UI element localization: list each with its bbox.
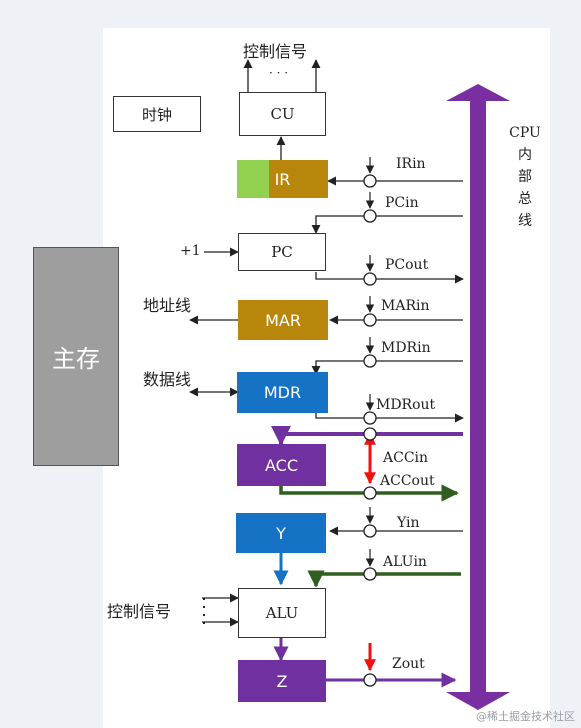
accout-line <box>279 484 459 502</box>
mdr-register: MDR <box>237 372 328 413</box>
mdrout-gate <box>363 411 377 425</box>
z-label: Z <box>276 671 288 691</box>
clock-box: 时钟 <box>113 96 201 132</box>
bottom-control-signal-label: 控制信号 <box>107 602 172 621</box>
pcout-line <box>315 272 464 284</box>
mdrin-gate <box>363 354 377 368</box>
zout-gate <box>363 673 377 687</box>
clock-label: 时钟 <box>141 105 172 124</box>
pc-label: PC <box>271 243 293 261</box>
ir-label: IR <box>274 169 291 189</box>
accout-gate <box>363 486 377 500</box>
yin-label: Yin <box>397 515 420 531</box>
marin-gate <box>363 313 377 327</box>
mar-label: MAR <box>265 310 301 330</box>
watermark: @稀土掘金技术社区 <box>476 710 575 723</box>
mdrin-label: MDRin <box>381 340 431 356</box>
accin-line <box>271 426 463 446</box>
top-control-signal-label: 控制信号 <box>243 42 308 61</box>
accout-label: ACCout <box>380 473 435 489</box>
internal-bus-label: CPU 内 部 总 线 <box>500 122 550 232</box>
zout-label: Zout <box>392 656 425 672</box>
bus-label-line-2: 内 <box>518 147 532 163</box>
bus-label-line-1: CPU <box>509 125 541 141</box>
increment-label: +1 <box>180 243 201 259</box>
internal-bus-arrow <box>446 84 510 710</box>
z-register: Z <box>238 660 326 702</box>
marin-label: MARin <box>381 298 430 314</box>
y-label: Y <box>276 523 286 543</box>
pcout-gate <box>363 272 377 286</box>
pcin-line <box>311 215 463 234</box>
top-control-dots: · · · <box>269 66 289 80</box>
bus-label-line-4: 总 <box>518 191 532 207</box>
data-line-label: 数据线 <box>143 370 192 389</box>
irin-gate <box>363 174 377 188</box>
accin-label: ACCin <box>383 450 429 466</box>
address-line-label: 地址线 <box>143 296 192 315</box>
mdrin-line <box>311 360 463 375</box>
aluin-line <box>307 570 461 588</box>
irin-label: IRin <box>396 156 426 172</box>
y-register: Y <box>236 513 326 553</box>
aluin-label: ALUin <box>383 554 427 570</box>
cu-box: CU <box>239 92 326 136</box>
bus-label-line-5: 线 <box>518 213 532 229</box>
acc-register: ACC <box>237 444 326 486</box>
acc-label: ACC <box>264 455 298 475</box>
cu-label: CU <box>270 105 295 123</box>
mdrout-label: MDRout <box>376 397 436 413</box>
mdrout-line <box>315 412 464 423</box>
mar-register: MAR <box>238 300 328 340</box>
accin-gate <box>363 427 377 441</box>
pcout-label: PCout <box>385 257 429 273</box>
main-memory-box: 主存 <box>33 247 119 466</box>
mdr-label: MDR <box>263 383 302 402</box>
ir-register: IR <box>237 160 328 198</box>
pc-box: PC <box>238 233 326 271</box>
alu-box: ALU <box>238 588 326 638</box>
pcin-gate <box>363 209 377 223</box>
alu-label: ALU <box>265 604 299 622</box>
bus-label-line-3: 部 <box>518 169 532 185</box>
pcin-label: PCin <box>385 195 419 211</box>
main-memory-label: 主存 <box>52 345 100 373</box>
yin-gate <box>363 524 377 538</box>
aluin-gate <box>363 567 377 581</box>
